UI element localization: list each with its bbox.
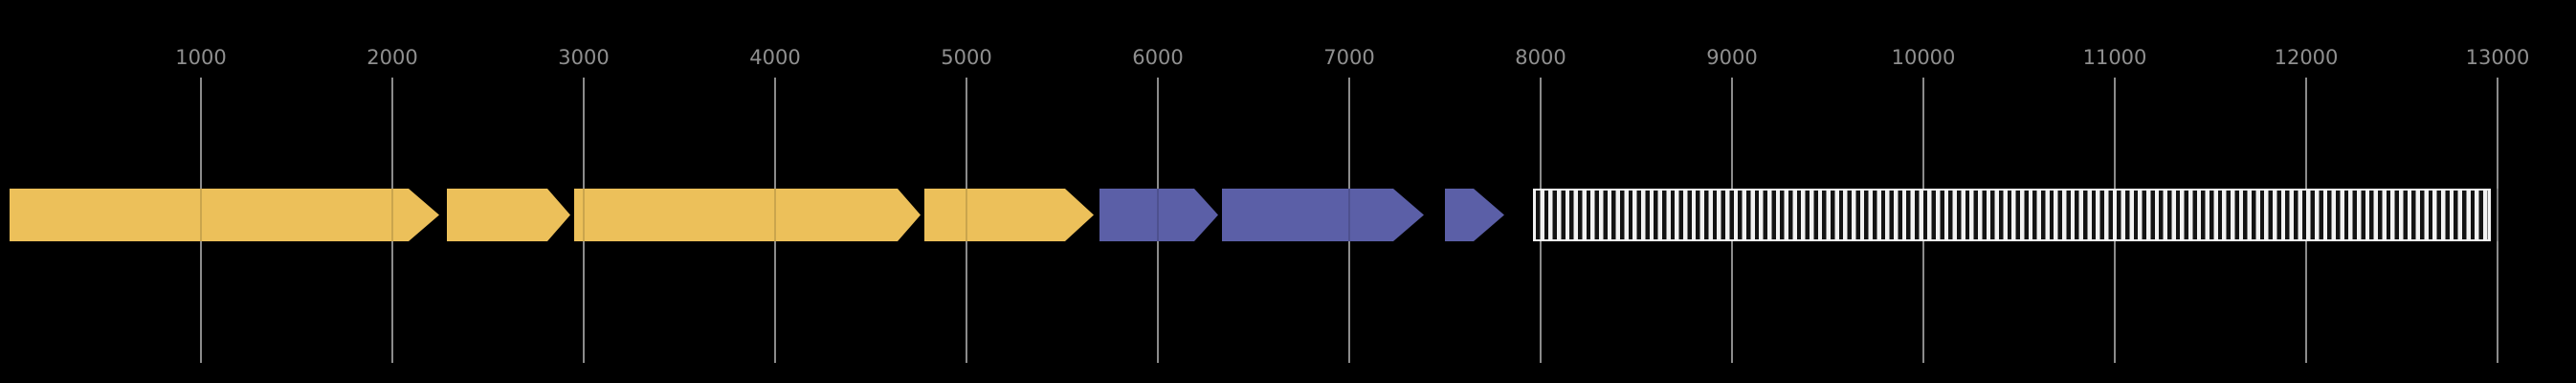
gridline-over-track	[391, 189, 393, 241]
axis-tick-label: 1000	[175, 46, 227, 69]
gene-arrow	[574, 189, 921, 241]
axis-gridline	[2497, 78, 2498, 363]
axis-tick-label: 9000	[1706, 46, 1758, 69]
gene-arrow	[1222, 189, 1424, 241]
gene-arrow	[447, 189, 570, 241]
gridline-over-track	[2497, 189, 2498, 241]
stripe-pattern	[1536, 191, 2488, 239]
axis-tick-label: 7000	[1323, 46, 1375, 69]
gridline-over-track	[966, 189, 967, 241]
gridline-over-track	[774, 189, 776, 241]
gene-arrow	[1099, 189, 1218, 241]
axis-tick-label: 3000	[558, 46, 610, 69]
axis-tick-label: 11000	[2082, 46, 2147, 69]
axis-tick-label: 12000	[2274, 46, 2339, 69]
gridline-over-track	[200, 189, 202, 241]
gridline-over-track	[583, 189, 585, 241]
striped-region	[1533, 189, 2491, 241]
axis-tick-label: 6000	[1132, 46, 1184, 69]
gene-arrow	[10, 189, 439, 241]
gene-arrow	[1445, 189, 1504, 241]
gene-arrow	[924, 189, 1094, 241]
axis-tick-label: 5000	[941, 46, 992, 69]
gridline-over-track	[1348, 189, 1350, 241]
axis-tick-label: 4000	[749, 46, 801, 69]
axis-tick-label: 10000	[1891, 46, 1956, 69]
gridline-over-track	[1157, 189, 1159, 241]
axis-tick-label: 2000	[366, 46, 418, 69]
axis-tick-label: 13000	[2465, 46, 2530, 69]
axis-tick-label: 8000	[1515, 46, 1566, 69]
